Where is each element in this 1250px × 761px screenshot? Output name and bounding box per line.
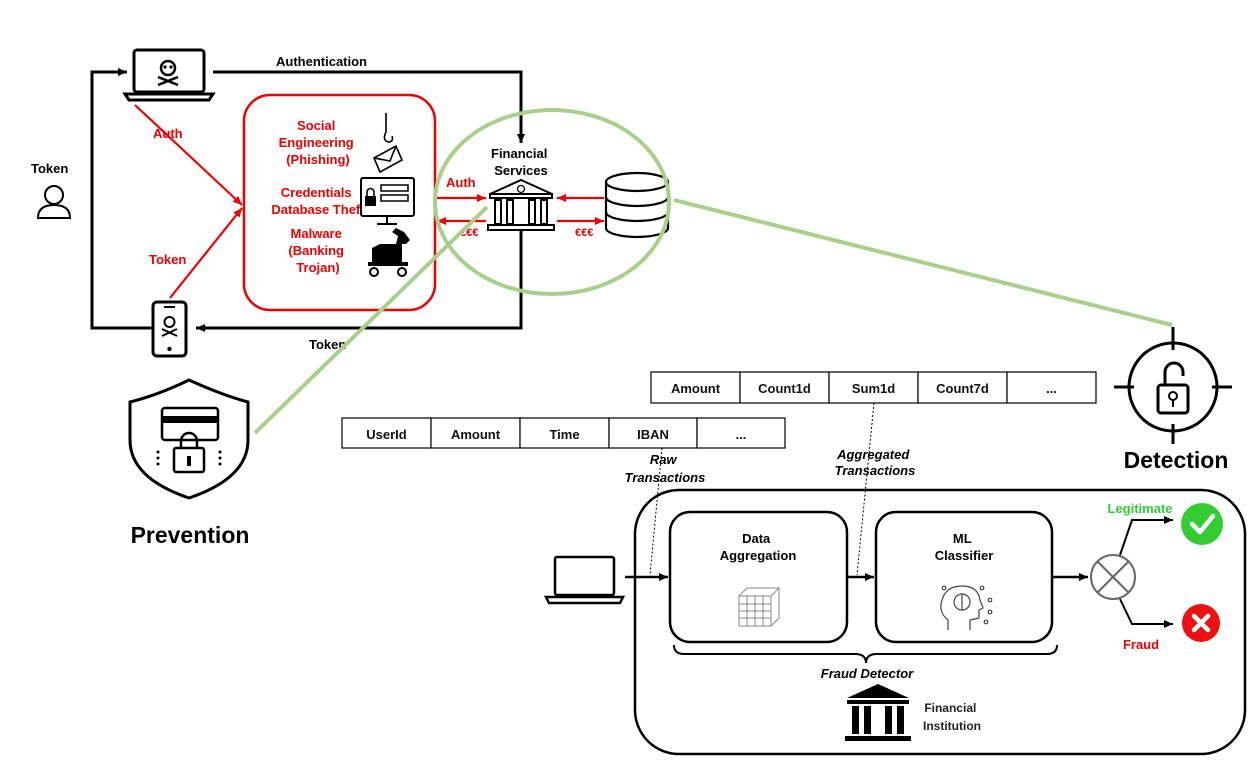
compromised-phone-icon xyxy=(151,300,188,358)
token-stolen-arrow xyxy=(169,207,243,299)
auth-red-label: Auth xyxy=(153,126,183,141)
ml-classifier-box xyxy=(874,510,1054,644)
agg-col-count7d: Count7d xyxy=(936,381,989,396)
aggregated-table: Amount Count1d Sum1d Count7d ... xyxy=(650,371,1097,404)
financial-institution-label: Financial Institution xyxy=(923,701,981,733)
raw-col-amount: Amount xyxy=(451,427,501,442)
agg-col-count1d: Count1d xyxy=(758,381,811,396)
raw-col-iban: IBAN xyxy=(637,427,669,442)
detection-lock-icon xyxy=(1114,327,1232,444)
raw-dotted-link xyxy=(649,447,663,576)
data-aggregation-box xyxy=(668,510,849,644)
threat-social: Social Engineering (Phishing) xyxy=(279,118,358,167)
trojan-horse-icon xyxy=(368,228,410,277)
ml-classifier-label: ML Classifier xyxy=(935,531,994,563)
raw-col-more: ... xyxy=(736,427,747,442)
database-icon xyxy=(604,171,670,239)
highlight-ellipse xyxy=(433,108,671,296)
detection-label: Detection xyxy=(1124,447,1229,473)
compromised-laptop-icon xyxy=(122,48,216,102)
credential-theft-icon xyxy=(360,177,415,225)
aggregated-transactions-caption: Aggregated Transactions xyxy=(835,447,916,478)
threat-malware: Malware (Banking Trojan) xyxy=(288,226,347,275)
agg-col-sum1d: Sum1d xyxy=(852,381,895,396)
auth-loop xyxy=(90,68,525,332)
agg-col-more: ... xyxy=(1046,381,1057,396)
financial-services-label: Financial Services xyxy=(491,146,551,178)
data-cube-icon xyxy=(738,587,781,627)
auth-bank-label: Auth xyxy=(446,175,476,190)
ai-brain-icon xyxy=(940,585,993,630)
token-user-label: Token xyxy=(31,161,68,176)
fraud-detector-label: Fraud Detector xyxy=(821,666,914,681)
legit-branch-arrow xyxy=(1119,516,1173,556)
phishing-hook-icon xyxy=(372,113,404,174)
fraud-detector-brace xyxy=(673,644,1058,664)
authentication-label: Authentication xyxy=(276,54,367,69)
user-icon xyxy=(36,185,72,219)
institution-bank-icon xyxy=(845,684,911,741)
fraud-label: Fraud xyxy=(1123,637,1159,652)
auth-stolen-arrow xyxy=(134,104,243,206)
bank-icon xyxy=(487,178,555,231)
fraud-cross-icon xyxy=(1182,604,1220,642)
prevention-label: Prevention xyxy=(131,522,250,548)
detection-connector xyxy=(673,198,1173,327)
agg-dotted-link xyxy=(856,402,875,576)
prevention-shield-icon xyxy=(128,378,250,500)
fraud-branch-arrow xyxy=(1119,598,1173,628)
legitimate-check-icon xyxy=(1181,503,1223,545)
raw-transactions-caption: Raw Transactions xyxy=(625,452,706,485)
decision-gate-icon xyxy=(1090,554,1136,600)
legitimate-label: Legitimate xyxy=(1107,501,1172,516)
financial-institution-box xyxy=(633,488,1247,756)
eur-right-label: €€€ xyxy=(575,227,593,239)
raw-col-userid: UserId xyxy=(366,427,407,442)
token-bottom-label: Token xyxy=(309,337,346,352)
input-laptop-icon xyxy=(543,555,626,605)
raw-col-time: Time xyxy=(549,427,579,442)
agg-col-amount: Amount xyxy=(671,381,721,396)
prevention-connector xyxy=(253,205,489,435)
token-red-label: Token xyxy=(149,252,186,267)
raw-table: UserId Amount Time IBAN ... xyxy=(341,417,786,449)
threat-credentials: Credentials Database Theft xyxy=(271,185,365,217)
data-aggregation-label: Data Aggregation xyxy=(720,531,797,563)
